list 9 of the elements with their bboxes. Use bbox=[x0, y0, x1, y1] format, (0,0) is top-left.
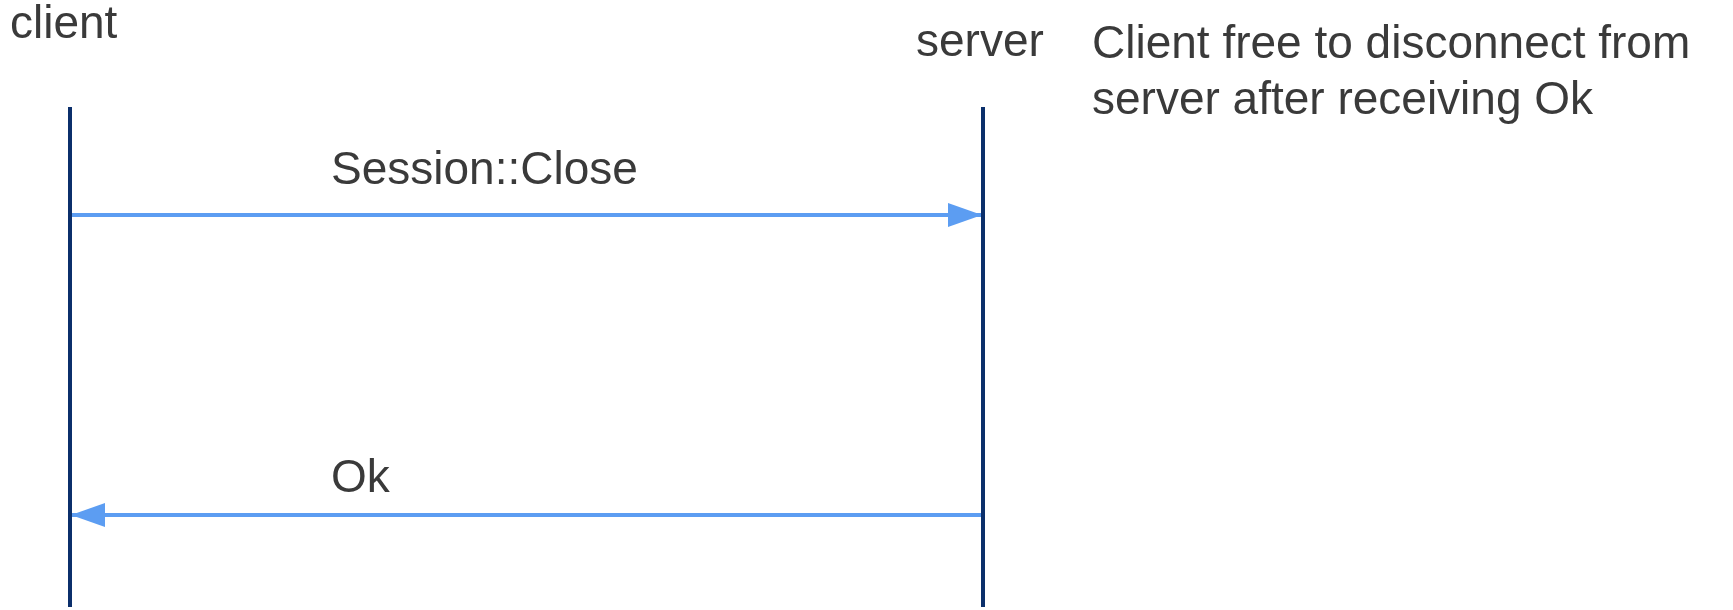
edge-label: Ok bbox=[331, 450, 390, 502]
note-text: Client free to disconnect from server after receiving Ok bbox=[1092, 15, 1692, 126]
arrow bbox=[72, 203, 982, 227]
participant-label: client bbox=[10, 0, 118, 48]
participant-label: server bbox=[916, 14, 1044, 66]
edge-label: Session::Close bbox=[331, 142, 638, 194]
arrow bbox=[71, 503, 981, 527]
lifeline bbox=[68, 107, 72, 607]
lifeline bbox=[981, 107, 985, 607]
